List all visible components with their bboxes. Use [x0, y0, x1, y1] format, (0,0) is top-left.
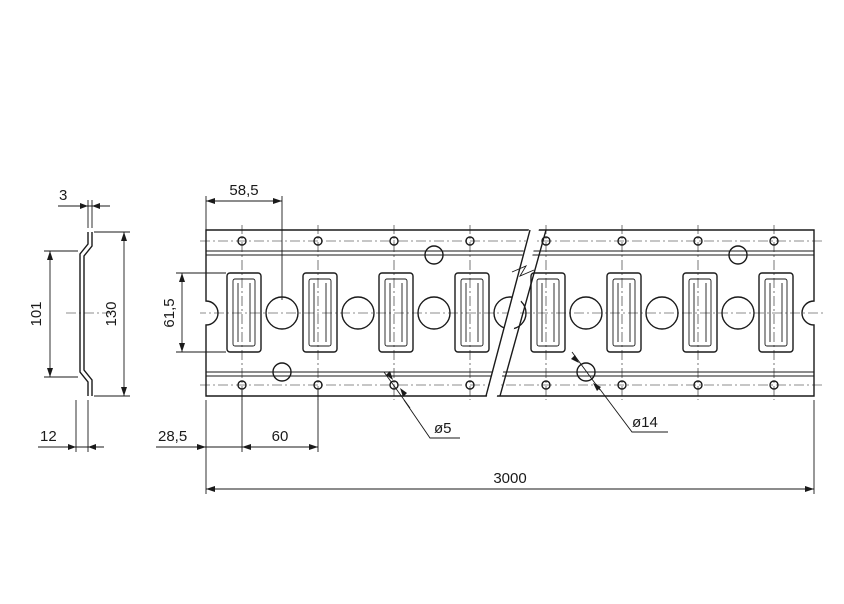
large-hole	[721, 296, 755, 330]
slot-outer	[379, 273, 413, 352]
slot-inner	[689, 279, 711, 346]
dim-text-profile-outer-height: 130	[103, 301, 120, 326]
slot-outer	[531, 273, 565, 352]
dim-text-profile-depth: 12	[40, 428, 57, 445]
dimension-profile-outer-height: 130	[103, 232, 127, 396]
large-hole	[645, 296, 679, 330]
slot-inner	[537, 279, 559, 346]
slot-inner	[688, 278, 712, 347]
dim-text-small-hole-diameter: ø5	[434, 420, 452, 437]
dimension-total-length: 3000	[206, 400, 815, 494]
slot-inner	[308, 278, 332, 347]
profile-outline	[79, 232, 93, 396]
dimension-first-slot-offset: 58,5	[205, 182, 283, 300]
side-profile-view	[44, 200, 130, 452]
dimension-large-hole-diameter: ø14	[571, 351, 668, 433]
break-line-bottom	[499, 229, 547, 397]
slot-outer	[758, 272, 794, 353]
slot-inner	[461, 279, 483, 346]
rail-outline	[205, 229, 530, 397]
dim-text-first-slot-offset: 58,5	[229, 182, 258, 199]
rail-left-segment	[200, 225, 793, 400]
dim-text-total-length: 3000	[493, 470, 526, 487]
slot-inner	[612, 278, 636, 347]
dimension-hole-spacing: 28,5 60	[156, 390, 319, 494]
slot-inner	[765, 279, 787, 346]
slot-outer	[759, 273, 793, 352]
dimension-small-hole-diameter: ø5	[383, 371, 460, 439]
break-zigzag	[511, 265, 535, 277]
slot-outer	[607, 273, 641, 352]
slot-outer	[227, 273, 261, 352]
dim-text-first-hole-offset: 28,5	[158, 428, 187, 445]
large-hole	[569, 296, 603, 330]
slot-outer	[682, 272, 718, 353]
slot-inner	[309, 279, 331, 346]
slot-inner	[232, 278, 256, 347]
slot-outer	[303, 273, 337, 352]
slot-inner	[764, 278, 788, 347]
rail-outline	[496, 229, 815, 397]
slot-outer	[454, 272, 490, 353]
dim-text-large-hole-diameter: ø14	[632, 414, 658, 431]
slot-outer	[226, 272, 262, 353]
large-hole	[417, 296, 451, 330]
dimension-slot-height: 61,5	[161, 272, 226, 353]
slot-outer	[683, 273, 717, 352]
slot-outer	[455, 273, 489, 352]
slot-inner	[233, 279, 255, 346]
dimension-profile-inner-height: 101	[28, 251, 53, 377]
large-hole	[341, 296, 375, 330]
slot-outer	[530, 272, 566, 353]
slot-inner	[536, 278, 560, 347]
break-line-top	[485, 229, 531, 397]
slot-inner	[384, 278, 408, 347]
slot-inner	[385, 279, 407, 346]
slot-inner	[460, 278, 484, 347]
slot-outer	[302, 272, 338, 353]
dimension-profile-thickness: 3	[58, 187, 110, 209]
slot-inner	[613, 279, 635, 346]
dim-text-profile-inner-height: 101	[28, 301, 45, 326]
slot-outer	[606, 272, 642, 353]
slot-outer	[378, 272, 414, 353]
dim-text-slot-height: 61,5	[161, 298, 178, 327]
dim-text-profile-thickness: 3	[59, 187, 67, 204]
dimension-profile-depth: 12	[38, 428, 104, 450]
dim-text-hole-pitch: 60	[272, 428, 289, 445]
